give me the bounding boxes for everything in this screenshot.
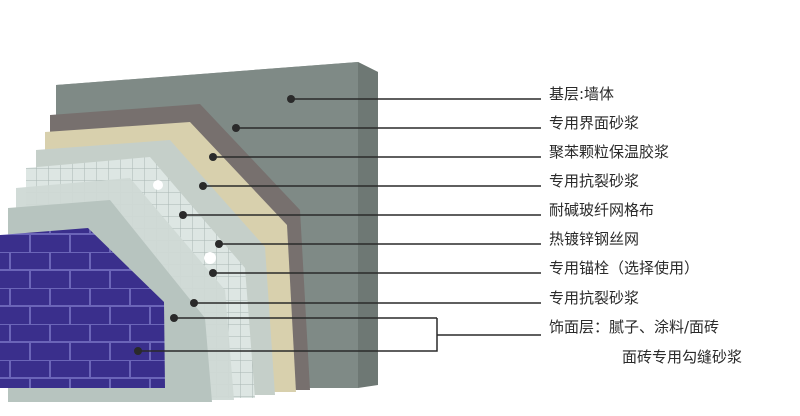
finish-bracket: [410, 318, 541, 352]
leader-steel-wire-dot: [215, 240, 223, 248]
callout-labels: 基层:墙体 专用界面砂浆 聚苯颗粒保温胶浆 专用抗裂砂浆 耐碱玻纤网格布 热镀锌…: [549, 85, 742, 366]
leader-crack-mortar-2-dot: [190, 299, 198, 307]
label-grout: 面砖专用勾缝砂浆: [622, 348, 742, 366]
label-insulation: 聚苯颗粒保温胶浆: [549, 143, 669, 161]
leader-base-dot: [287, 95, 295, 103]
leader-insulation-dot: [209, 153, 217, 161]
label-crack-mortar-2: 专用抗裂砂浆: [549, 289, 639, 307]
label-interface: 专用界面砂浆: [549, 114, 639, 132]
leader-interface-dot: [232, 124, 240, 132]
leader-crack-mortar-1-dot: [199, 182, 207, 190]
label-crack-mortar-1: 专用抗裂砂浆: [549, 172, 639, 190]
callout-lines: [134, 95, 541, 355]
leader-anchor-dot: [209, 269, 217, 277]
label-steel-wire: 热镀锌钢丝网: [549, 230, 639, 248]
label-finish-layer: 饰面层：腻子、涂料/面砖: [549, 318, 719, 336]
anchor-marker: [153, 180, 163, 190]
leader-mesh-dot: [179, 211, 187, 219]
finish-tile-layer: [0, 228, 165, 388]
label-mesh: 耐碱玻纤网格布: [549, 201, 654, 219]
label-base: 基层:墙体: [549, 85, 614, 103]
leader-finish-dot: [170, 314, 178, 322]
leader-grout-dot: [134, 347, 142, 355]
anchor-marker-2: [204, 252, 216, 264]
label-anchor: 专用锚栓（选择使用）: [549, 259, 699, 277]
